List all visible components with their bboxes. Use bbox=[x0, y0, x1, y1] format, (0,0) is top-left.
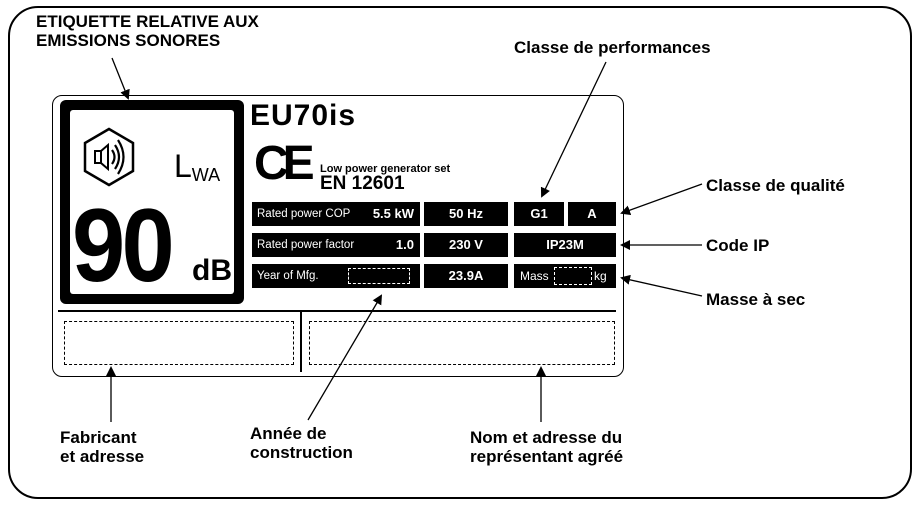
dry-mass-callout: Masse à sec bbox=[706, 290, 806, 309]
lwa-symbol: LWA bbox=[174, 148, 221, 185]
representative-callout: Nom et adresse du représentant agréé bbox=[470, 428, 624, 466]
dry-mass-arrow bbox=[620, 274, 703, 297]
plate-divider bbox=[58, 310, 616, 312]
noise-label-arrow bbox=[111, 57, 130, 100]
plate-vertical-divider bbox=[300, 310, 302, 372]
quality-class-callout: Classe de qualité bbox=[706, 176, 845, 195]
outer-frame bbox=[8, 6, 912, 499]
quality-class-cell: A bbox=[568, 202, 616, 226]
performance-class-cell: G1 bbox=[514, 202, 564, 226]
year-arrow bbox=[307, 294, 383, 421]
noise-emission-label: LWA 90 dB bbox=[60, 100, 244, 304]
model-name: EU70is bbox=[250, 99, 357, 132]
ce-mark: CE bbox=[254, 137, 315, 190]
current-cell: 23.9A bbox=[424, 264, 508, 288]
rating-plate bbox=[52, 95, 624, 377]
standard-number: EN 12601 bbox=[320, 173, 405, 194]
voltage-cell: 230 V bbox=[424, 233, 508, 257]
representative-field bbox=[309, 321, 615, 365]
generator-description: Low power generator set bbox=[320, 163, 451, 175]
speaker-sound-icon bbox=[83, 127, 135, 187]
year-of-mfg-cell: Year of Mfg. bbox=[252, 264, 420, 288]
ip-code-cell: IP23M bbox=[514, 233, 616, 257]
performance-class-callout: Classe de performances bbox=[514, 38, 711, 57]
year-callout: Année de construction bbox=[250, 424, 353, 462]
ip-code-callout: Code IP bbox=[706, 236, 770, 255]
rated-power-cop-cell: Rated power COP 5.5 kW bbox=[252, 202, 420, 226]
manufacturer-field bbox=[64, 321, 294, 365]
noise-label-panel: LWA 90 dB bbox=[70, 110, 234, 298]
noise-label-callout: ETIQUETTE RELATIVE AUX EMISSIONS SONORES bbox=[36, 12, 259, 50]
mass-cell: Mass kg bbox=[514, 264, 616, 288]
performance-class-arrow bbox=[540, 61, 607, 198]
mass-field bbox=[554, 267, 592, 285]
sound-power-unit: dB bbox=[192, 254, 232, 287]
sound-power-value: 90 bbox=[72, 188, 175, 304]
year-field bbox=[348, 268, 410, 284]
rated-power-factor-cell: Rated power factor 1.0 bbox=[252, 233, 420, 257]
manufacturer-callout: Fabricant et adresse bbox=[60, 428, 145, 466]
frequency-cell: 50 Hz bbox=[424, 202, 508, 226]
quality-class-arrow bbox=[620, 183, 703, 215]
